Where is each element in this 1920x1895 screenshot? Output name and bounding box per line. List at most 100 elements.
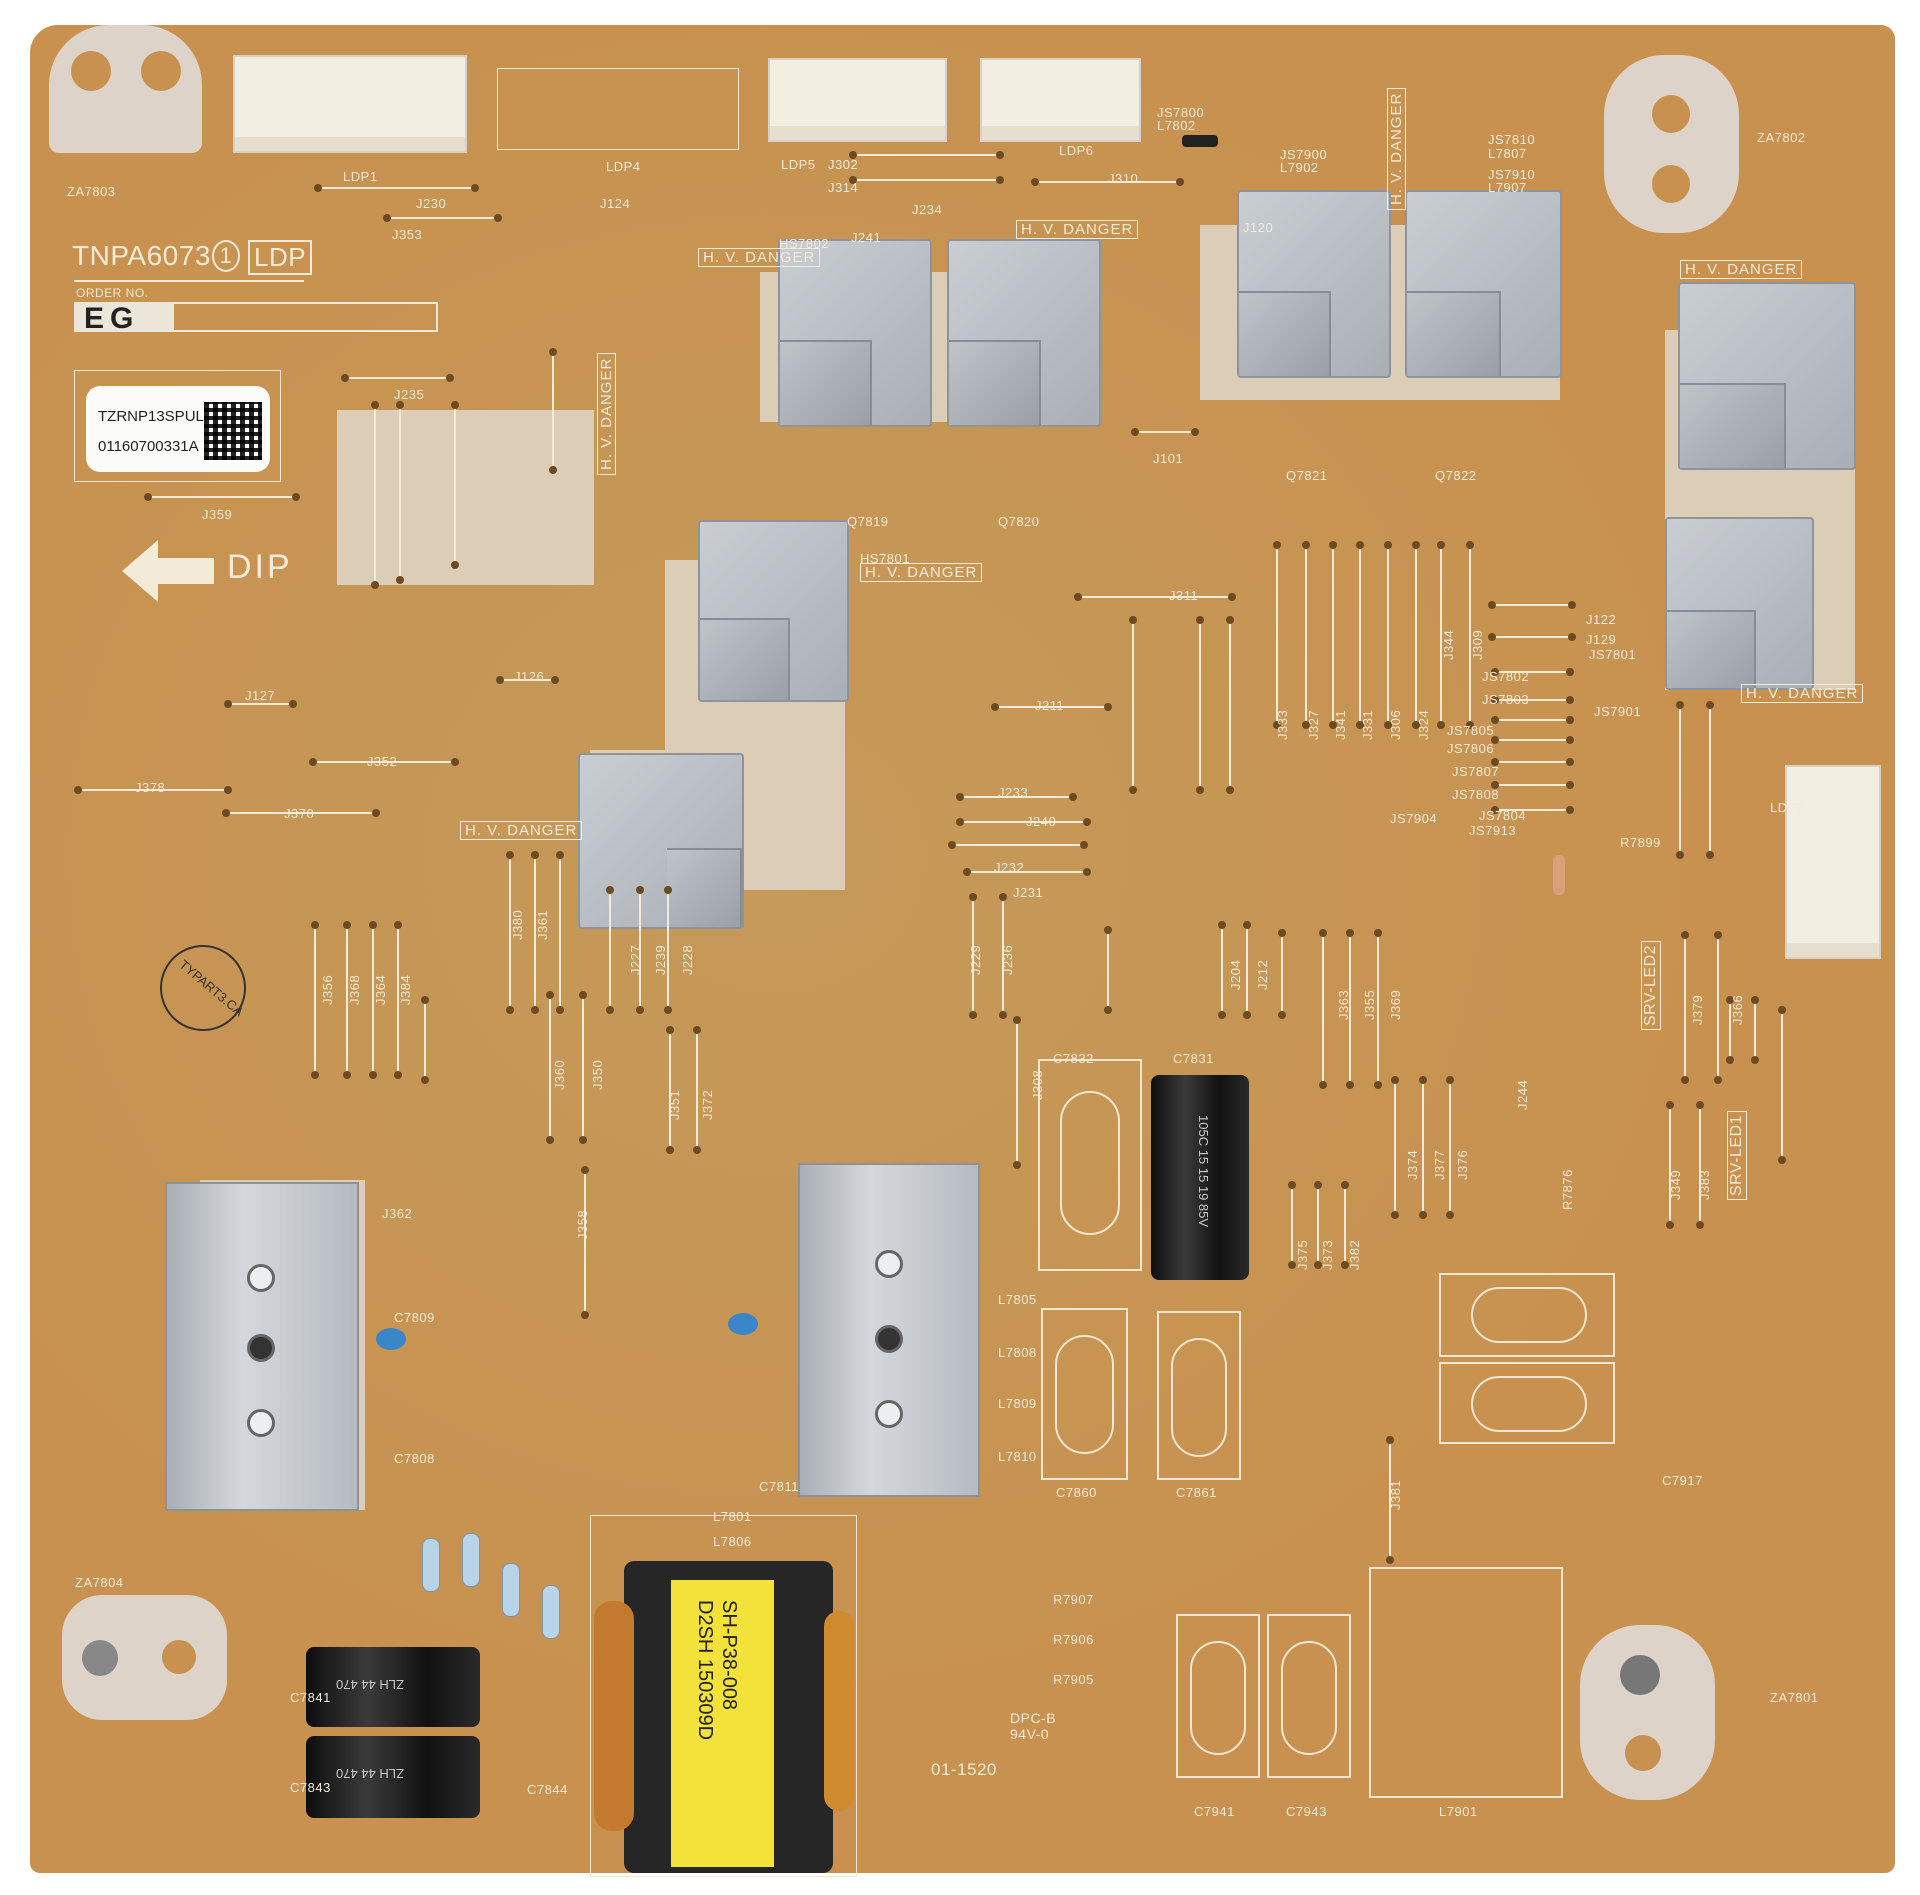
solder-pad — [1278, 929, 1286, 937]
solder-pad — [494, 214, 502, 222]
reference-designator: JS7806 — [1447, 741, 1495, 756]
reference-designator: HS7802 — [779, 236, 829, 251]
board-name: LDP — [248, 240, 313, 275]
reference-designator: J344 — [1441, 629, 1456, 660]
solder-pad — [1374, 1081, 1382, 1089]
connector-ldp2 — [1785, 765, 1881, 959]
solder-pad — [1681, 1076, 1689, 1084]
hv-danger-label: H. V. DANGER — [1680, 260, 1803, 279]
reference-designator: J376 — [1455, 1149, 1470, 1180]
reference-designator: J227 — [628, 944, 643, 975]
solder-pad — [1778, 1156, 1786, 1164]
reference-designator: JS7901 — [1594, 704, 1642, 719]
reference-designator: L7907 — [1488, 180, 1527, 195]
reference-designator: J327 — [1306, 709, 1321, 740]
capacitor-outline — [1157, 1311, 1241, 1480]
board-part-number: TNPA6073 — [72, 240, 211, 271]
solder-pad — [1676, 851, 1684, 859]
solder-pad — [396, 576, 404, 584]
solder-pad — [446, 374, 454, 382]
reference-designator: C7808 — [394, 1451, 435, 1466]
solder-pad — [1419, 1211, 1427, 1219]
solder-pad — [309, 758, 317, 766]
hv-danger-label: H. V. DANGER — [860, 563, 983, 582]
solder-pad — [1196, 616, 1204, 624]
solder-pad — [1069, 793, 1077, 801]
solder-pad — [1080, 841, 1088, 849]
reference-designator: JS7904 — [1390, 811, 1438, 826]
srv-led2-label: SRV-LED2 — [1641, 940, 1661, 1030]
solder-pad — [1566, 736, 1574, 744]
reference-designator: J333 — [1275, 709, 1290, 740]
electrolytic-capacitor: 105C 15 15 19 85V — [1151, 1075, 1249, 1280]
solder-pad — [531, 851, 539, 859]
reference-designator: C7832 — [1053, 1051, 1094, 1066]
reference-designator: J230 — [416, 196, 447, 211]
flammability-rating: DPC-B — [1010, 1710, 1057, 1726]
solder-pad — [1104, 703, 1112, 711]
solder-pad — [581, 1311, 589, 1319]
solder-pad — [224, 700, 232, 708]
reference-designator: J234 — [912, 202, 943, 217]
reference-designator: C7917 — [1662, 1473, 1703, 1488]
reference-designator: Q7820 — [998, 514, 1040, 529]
solder-pad — [1491, 736, 1499, 744]
heatsink — [1405, 190, 1562, 378]
solder-pad — [1696, 1221, 1704, 1229]
solder-pad — [531, 1006, 539, 1014]
reference-designator: JS7801 — [1589, 647, 1637, 662]
reference-designator: J379 — [1690, 994, 1705, 1025]
reference-designator: JS7807 — [1452, 764, 1500, 779]
reference-designator: J369 — [1388, 989, 1403, 1020]
reference-designator: J370 — [284, 806, 315, 821]
resistor — [1553, 855, 1565, 895]
reference-designator: J311 — [1169, 588, 1199, 603]
reference-designator: R7905 — [1053, 1672, 1094, 1687]
hv-danger-label: H. V. DANGER — [698, 248, 821, 267]
reference-designator: J204 — [1228, 959, 1243, 990]
solder-pad — [369, 921, 377, 929]
solder-pad — [1386, 1556, 1394, 1564]
reference-designator: LDP1 — [343, 169, 378, 184]
srv-led1-label: SRV-LED1 — [1727, 1110, 1747, 1200]
solder-pad — [956, 793, 964, 801]
solder-pad — [956, 818, 964, 826]
dip-arrow-icon — [122, 540, 214, 607]
hv-danger-label: H. V. DANGER — [1741, 684, 1864, 703]
solder-pad — [1778, 1006, 1786, 1014]
reference-designator: LDP4 — [606, 159, 641, 174]
solder-pad — [1714, 1076, 1722, 1084]
solder-pad — [1346, 929, 1354, 937]
solder-pad — [1437, 721, 1445, 729]
solder-pad — [606, 886, 614, 894]
solder-pad — [1566, 716, 1574, 724]
reference-designator: J120 — [1243, 220, 1274, 235]
reference-designator: J349 — [1668, 1169, 1683, 1200]
reference-designator: JS7900 — [1280, 147, 1328, 162]
solder-pad — [311, 1071, 319, 1079]
reference-designator: J361 — [535, 909, 550, 940]
solder-pad — [1491, 696, 1499, 704]
solder-pad — [1319, 929, 1327, 937]
hv-danger-label: H. V. DANGER — [460, 821, 583, 840]
solder-pad — [1083, 868, 1091, 876]
reference-designator: C7844 — [527, 1782, 568, 1797]
heatsink — [947, 239, 1101, 427]
solder-pad — [1676, 701, 1684, 709]
solder-pad — [144, 493, 152, 501]
reference-designator: JS7808 — [1452, 787, 1500, 802]
solder-pad — [1491, 806, 1499, 814]
solder-pad — [372, 809, 380, 817]
resistor — [422, 1538, 440, 1592]
reference-designator: ZA7804 — [75, 1575, 124, 1590]
date-code: 01-1520 — [931, 1760, 997, 1779]
solder-pad — [1726, 1056, 1734, 1064]
solder-pad — [996, 151, 1004, 159]
solder-pad — [1226, 616, 1234, 624]
solder-pad — [1384, 541, 1392, 549]
reference-designator: L7901 — [1439, 1804, 1478, 1819]
reference-designator: J372 — [700, 1089, 715, 1120]
reference-designator: LDP5 — [781, 157, 816, 172]
hv-danger-label: H. V. DANGER — [597, 352, 616, 475]
solder-pad — [1341, 1181, 1349, 1189]
